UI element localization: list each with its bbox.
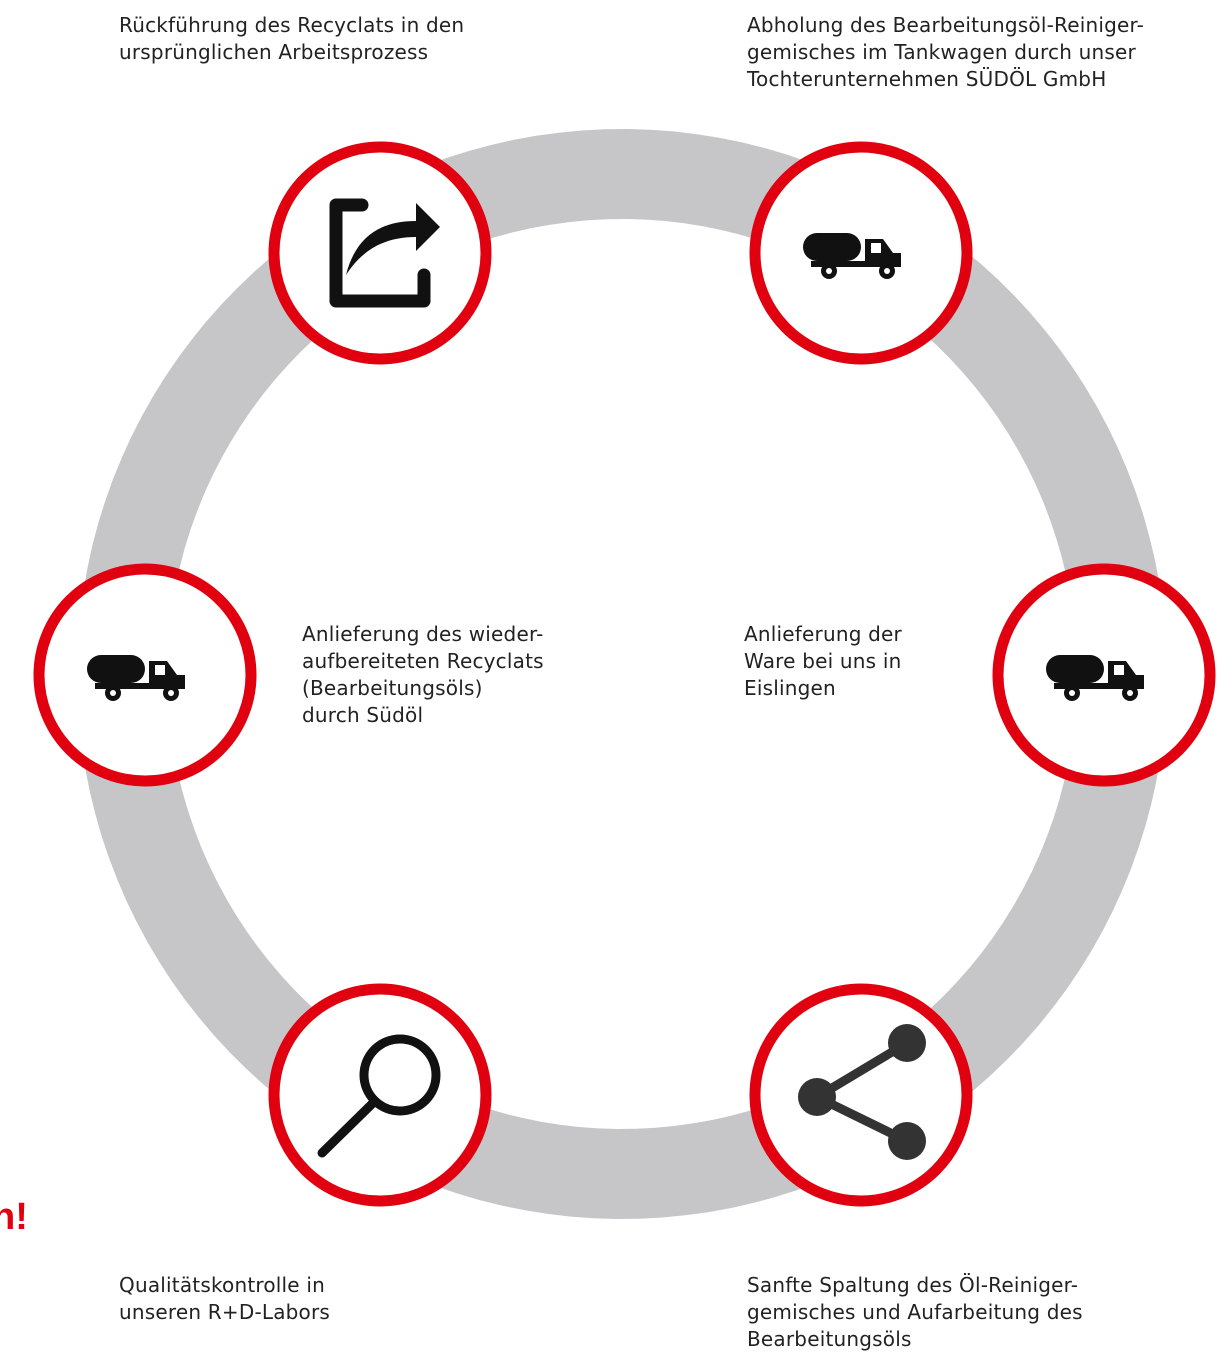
step-label-return-delivery: Anlieferung des wieder- aufbereiteten Re… <box>302 622 544 727</box>
share-network-icon <box>798 1024 926 1160</box>
step-label-quality: Qualitätskontrolle in unseren R+D-Labors <box>119 1273 331 1324</box>
cycle-arrow-segment-6 <box>78 192 460 643</box>
step-circle-pickup <box>749 141 973 365</box>
step-circle-return <box>268 141 492 365</box>
step-circle-delivery <box>992 563 1216 787</box>
step-label-delivery: Anlieferung der Ware bei uns in Eislinge… <box>744 622 902 700</box>
step-circle-quality <box>268 983 492 1207</box>
step-label-splitting: Sanfte Spaltung des Öl-Reiniger- gemisch… <box>747 1273 1083 1351</box>
cycle-arrow-segment-3 <box>784 705 1166 1156</box>
step-circle-return-delivery <box>33 563 257 787</box>
cropped-heading-fragment: n! <box>0 1196 28 1238</box>
step-label-return: Rückführung des Recyclats in den ursprün… <box>119 13 465 64</box>
step-circle-splitting <box>749 983 973 1207</box>
step-label-pickup: Abholung des Bearbeitungsöl-Reiniger- ge… <box>747 13 1145 91</box>
magnifier-icon <box>317 1034 441 1158</box>
share-arrow-icon <box>329 198 440 308</box>
